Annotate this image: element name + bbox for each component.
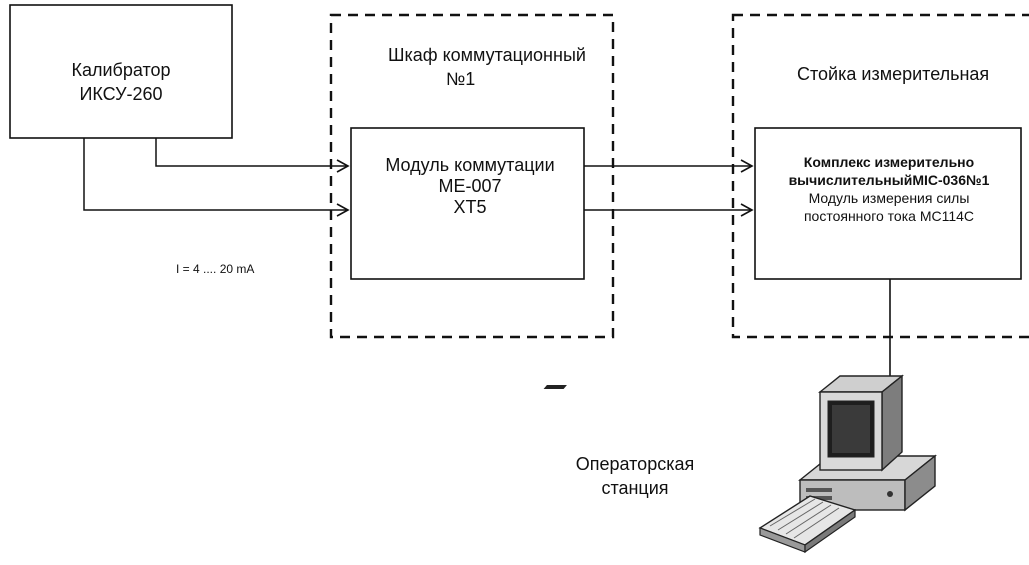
measuring-rack-label: Стойка измерительная bbox=[797, 64, 990, 84]
operator-station-line1: Операторская bbox=[575, 454, 695, 474]
switch-cabinet-boundary bbox=[329, 13, 615, 339]
complex-title-line1: Комплекс измерительно bbox=[803, 154, 975, 170]
switch-cabinet-number: №1 bbox=[446, 69, 476, 89]
computer-workstation-icon bbox=[543, 374, 937, 554]
signal-line-upper bbox=[155, 138, 350, 173]
complex-label: Комплекс измерительно вычислительныйМІС-… bbox=[757, 153, 1021, 225]
current-range-label: I = 4 .... 20 mA bbox=[176, 262, 255, 276]
operator-station-line2: станция bbox=[601, 478, 669, 498]
signal-line-lower bbox=[83, 138, 350, 217]
complex-box bbox=[754, 127, 1022, 280]
complex-module-line2: постоянного тока МС114С bbox=[803, 208, 975, 224]
calibrator-box bbox=[9, 4, 233, 139]
calibrator-label: Калибратор ИКСУ-260 bbox=[10, 58, 232, 106]
switch-module-title: Модуль коммутации bbox=[385, 155, 555, 175]
switch-module-model: МЕ-007 bbox=[438, 176, 502, 196]
operator-station-label: Операторская станция bbox=[560, 452, 710, 500]
switch-module-box bbox=[350, 127, 585, 280]
calibrator-model: ИКСУ-260 bbox=[79, 84, 163, 104]
switch-cabinet-label: Шкаф коммутационный №1 bbox=[388, 43, 586, 91]
complex-module-line1: Модуль измерения силы bbox=[808, 190, 970, 206]
switch-module-terminal: ХТ5 bbox=[453, 197, 487, 217]
measuring-rack-boundary bbox=[731, 13, 1029, 339]
switch-cabinet-title: Шкаф коммутационный bbox=[388, 45, 586, 65]
calibrator-name: Калибратор bbox=[71, 60, 171, 80]
complex-title-line2: вычислительныйМІС-036№1 bbox=[788, 172, 990, 188]
switch-module-label: Модуль коммутации МЕ-007 ХТ5 bbox=[360, 155, 580, 218]
